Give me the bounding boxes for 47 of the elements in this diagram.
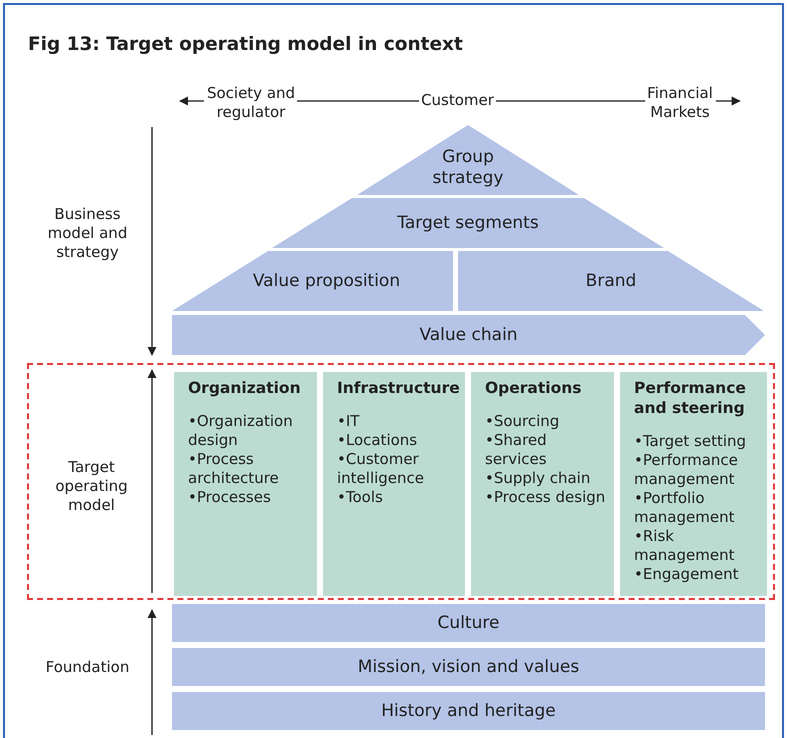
column-heading: Performance and steering [634,378,747,418]
bullet-item: •IT [337,412,360,431]
bullet-item: •Processes [188,488,271,507]
bullet-item: •Performance management [634,451,739,489]
foundation-band [172,648,765,686]
bullet-item: •Portfolio management [634,489,736,527]
segment-label: Target segments [397,212,539,234]
bullet-item: •Supply chain [485,469,590,488]
segment-label: Brand [586,270,636,292]
bullet-item: •Organization design [188,412,294,450]
arrow [179,96,204,106]
foundation-band [172,604,765,642]
figure-title: Fig 13: Target operating model in context [28,34,463,55]
bullet-item: •Locations [337,431,418,450]
bullet-item: •Shared services [485,431,548,469]
side-label: Target operating model [54,458,129,515]
pillar-column [174,372,317,596]
column-heading: Organization [188,378,302,398]
column-heading: Infrastructure [337,378,459,398]
dashed-boundary [27,363,775,600]
bullet-item: •Customer intelligence [337,450,426,488]
segment-label: Value chain [419,324,518,346]
bullet-item: •Risk management [634,527,736,565]
stakeholder-label: Financial Markets [646,84,714,122]
column-heading: Operations [485,378,583,398]
pillar-column [323,372,465,596]
connector-line [496,100,646,102]
stakeholder-label: Customer [421,91,494,110]
pillar-column [471,372,614,596]
bullet-item: •Sourcing [485,412,560,431]
band-label: Culture [438,612,500,634]
bullet-item: •Process design [485,488,606,507]
segment-label: Group strategy [432,147,504,189]
segment-label: Value proposition [252,270,400,292]
side-label: Foundation [44,658,130,677]
bullet-item: •Process architecture [188,450,280,488]
pillar-column [620,372,767,596]
side-label: Business model and strategy [46,205,128,262]
band-label: Mission, vision and values [358,656,580,678]
band-label: History and heritage [381,700,556,722]
foundation-band [172,692,765,730]
bullet-item: •Tools [337,488,383,507]
bullet-item: •Target setting [634,432,746,451]
arrow [716,96,741,106]
stakeholder-label: Society and regulator [206,84,296,122]
bullet-item: •Engagement [634,565,739,584]
connector-line [297,100,420,102]
